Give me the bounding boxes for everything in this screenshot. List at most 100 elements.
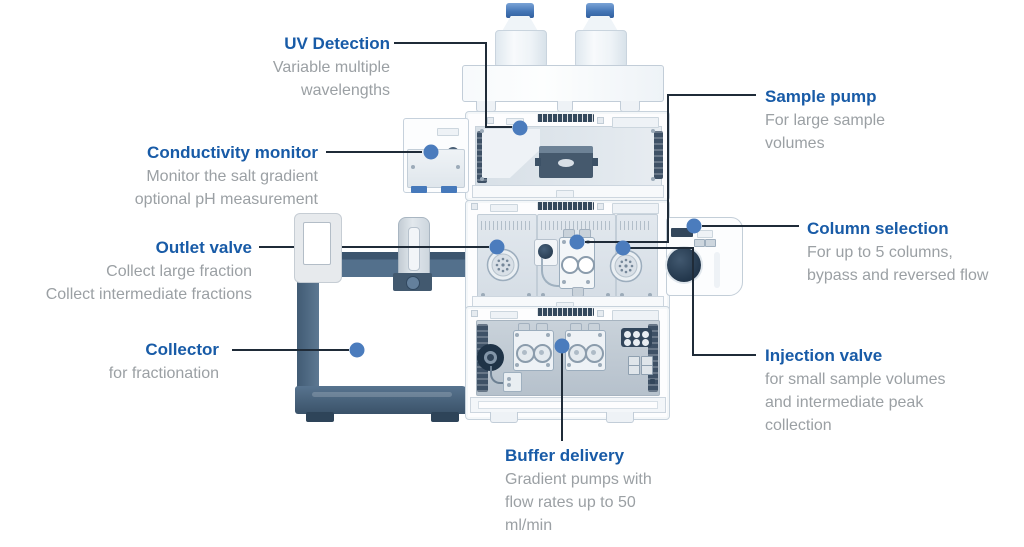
callout-title: Collector [145, 340, 219, 359]
screw [507, 383, 511, 387]
callout-title: Sample pump [765, 87, 877, 106]
conductivity-foot [411, 186, 427, 193]
collector-base-highlight [312, 392, 452, 397]
module-foot [606, 412, 634, 423]
callout-line: ml/min [505, 517, 553, 534]
column-selector-valve [667, 248, 701, 282]
marker-buffer-delivery [554, 338, 570, 354]
buffer-bottle-neck [581, 16, 619, 32]
uv-detector-handle [558, 159, 574, 167]
callout-line: volumes [765, 135, 825, 152]
collector-foot [431, 412, 459, 422]
piston-dot [522, 350, 527, 355]
callout-line: for small sample volumes [765, 371, 946, 388]
marker-collector [349, 342, 365, 358]
panel-button [633, 339, 640, 346]
piston-dot [574, 350, 579, 355]
screw [562, 280, 566, 284]
callout-collector: Collector for fractionation [0, 337, 219, 385]
module-vent-strip [537, 202, 594, 210]
callout-injection-valve: Injection valve for small sample volumes… [765, 343, 1005, 437]
panel-button [642, 331, 649, 338]
callout-line: Monitor the salt gradient [146, 168, 318, 185]
piston-dot [591, 350, 596, 355]
screw [651, 129, 655, 133]
callout-outlet-valve: Outlet valve Collect large fraction Coll… [0, 235, 252, 306]
collector-dispenser-slot [408, 227, 420, 271]
screw [480, 177, 484, 181]
column-selector-chip [697, 230, 713, 238]
module-vent-strip [537, 308, 594, 316]
callout-title: Conductivity monitor [147, 143, 318, 162]
connector-block [641, 365, 653, 375]
module-top-chip [612, 117, 659, 128]
screw [546, 333, 550, 337]
module-top-chip [612, 203, 659, 214]
conductivity-foot [441, 186, 457, 193]
callout-line: for fractionation [108, 365, 219, 382]
screw [456, 165, 460, 169]
module-top-chip [490, 204, 518, 212]
mixer-core [487, 354, 494, 361]
buffer-bottle-body [575, 30, 627, 69]
pump-piston [577, 256, 595, 274]
piston-dot [539, 350, 544, 355]
collector-dispenser-knob [406, 276, 420, 290]
callout-line: optional pH measurement [134, 191, 318, 208]
screw [567, 363, 571, 367]
module-top-square [471, 203, 478, 210]
callout-line: Gradient pumps with [505, 471, 652, 488]
screw [515, 363, 519, 367]
panel-button [624, 339, 631, 346]
module-top-square [597, 117, 604, 124]
screw [648, 293, 652, 297]
callout-title: Injection valve [765, 346, 883, 365]
screw [527, 293, 531, 297]
uv-detector-tab [535, 158, 541, 166]
screw [598, 333, 602, 337]
callout-conductivity-monitor: Conductivity monitor Monitor the salt gr… [48, 140, 318, 211]
bottle-tray [462, 65, 664, 102]
mixer-tube [490, 366, 506, 384]
callout-line-injection-valve [630, 247, 756, 356]
screw [411, 165, 415, 169]
port-circle [538, 244, 553, 259]
module-bottom-tab [556, 190, 574, 198]
callout-line: flow rates up to 50 [505, 494, 636, 511]
callout-column-selection: Column selection For up to 5 columns, by… [807, 216, 1023, 287]
screw [481, 293, 485, 297]
collector-foot [306, 412, 334, 422]
buffer-bottle-cap [506, 3, 534, 18]
callout-line-sample-pump [585, 94, 756, 243]
module-foot [490, 412, 518, 423]
callout-sample-pump: Sample pump For large sample volumes [765, 84, 985, 155]
callout-title: Outlet valve [155, 238, 252, 257]
screw [480, 129, 484, 133]
module-top-square [487, 117, 494, 124]
module-top-square [597, 203, 604, 210]
module-top-square [471, 310, 478, 317]
uv-detector-tab [592, 158, 598, 166]
panel-button [633, 331, 640, 338]
column-selector-highlight [714, 252, 720, 288]
marker-uv-detection [512, 120, 528, 136]
screw [598, 363, 602, 367]
screw [546, 363, 550, 367]
callout-line: collection [765, 417, 832, 434]
callout-title: Column selection [807, 219, 949, 238]
conductivity-label-chip [437, 128, 459, 136]
marker-column-selection [686, 218, 702, 234]
column-selector-button [705, 239, 716, 247]
connector-block [628, 365, 640, 375]
panel-vent-band [620, 221, 652, 230]
buffer-bottle-cap [586, 3, 614, 18]
tubing-arc [541, 258, 565, 287]
callout-uv-detection: UV Detection Variable multiple wavelengt… [130, 31, 390, 102]
screw [620, 293, 624, 297]
module-vent-strip [537, 114, 594, 122]
callout-line: For large sample [765, 112, 886, 129]
marker-sample-pump [569, 234, 585, 250]
screw [606, 293, 610, 297]
callout-line: bypass and reversed flow [807, 267, 989, 284]
